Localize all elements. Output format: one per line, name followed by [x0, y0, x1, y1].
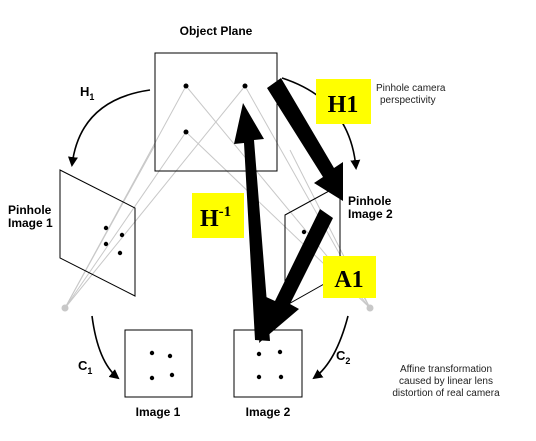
pinhole-image-1-label-line1: Pinhole: [8, 203, 52, 217]
affine-note-line3: distortion of real camera: [392, 388, 500, 399]
thick-arrow-a1: [259, 209, 333, 343]
h-inverse-highlight-label: H-1: [192, 193, 244, 238]
thick-arrow-h-inverse: [234, 103, 270, 341]
image-1-points: [149, 350, 175, 381]
svg-text:A1: A1: [334, 267, 363, 293]
pinhole-image-2-label-line2: Image 2: [348, 207, 393, 221]
c2-curved-arrow: [312, 315, 349, 380]
svg-text:H1: H1: [328, 92, 359, 118]
object-plane-points: [183, 83, 248, 135]
pinhole-note-line2: perspectivity: [380, 95, 436, 106]
image-2-label: Image 2: [246, 405, 291, 419]
svg-text:H-1: H-1: [200, 204, 231, 232]
a1-highlight-label: A1: [323, 256, 376, 298]
affine-note-line2: caused by linear lens: [399, 376, 493, 387]
object-plane-box: [154, 52, 278, 172]
focal-point-right: [366, 304, 374, 312]
pinhole-image-1-label-line2: Image 1: [8, 216, 53, 230]
object-plane-label: Object Plane: [180, 24, 253, 38]
c2-label: C2: [336, 348, 350, 366]
pinhole-image-1-points: [103, 225, 125, 256]
focal-point-left: [61, 304, 69, 312]
affine-note-line1: Affine transformation: [400, 364, 492, 375]
c1-label: C1: [78, 358, 92, 376]
thick-arrow-h1: [267, 78, 343, 201]
pinhole-image-1-plane: [59, 169, 136, 297]
h1-curved-arrow: [68, 89, 151, 167]
image-1-box: [124, 329, 193, 398]
c1-curved-arrow: [91, 315, 120, 380]
image-2-points: [256, 349, 284, 380]
h1-highlight-label: H1: [316, 79, 371, 124]
pinhole-image-2-label-line1: Pinhole: [348, 194, 392, 208]
pinhole-note-line1: Pinhole camera: [376, 83, 446, 94]
image-1-label: Image 1: [136, 405, 181, 419]
h1-arc-label: H1: [80, 84, 94, 102]
